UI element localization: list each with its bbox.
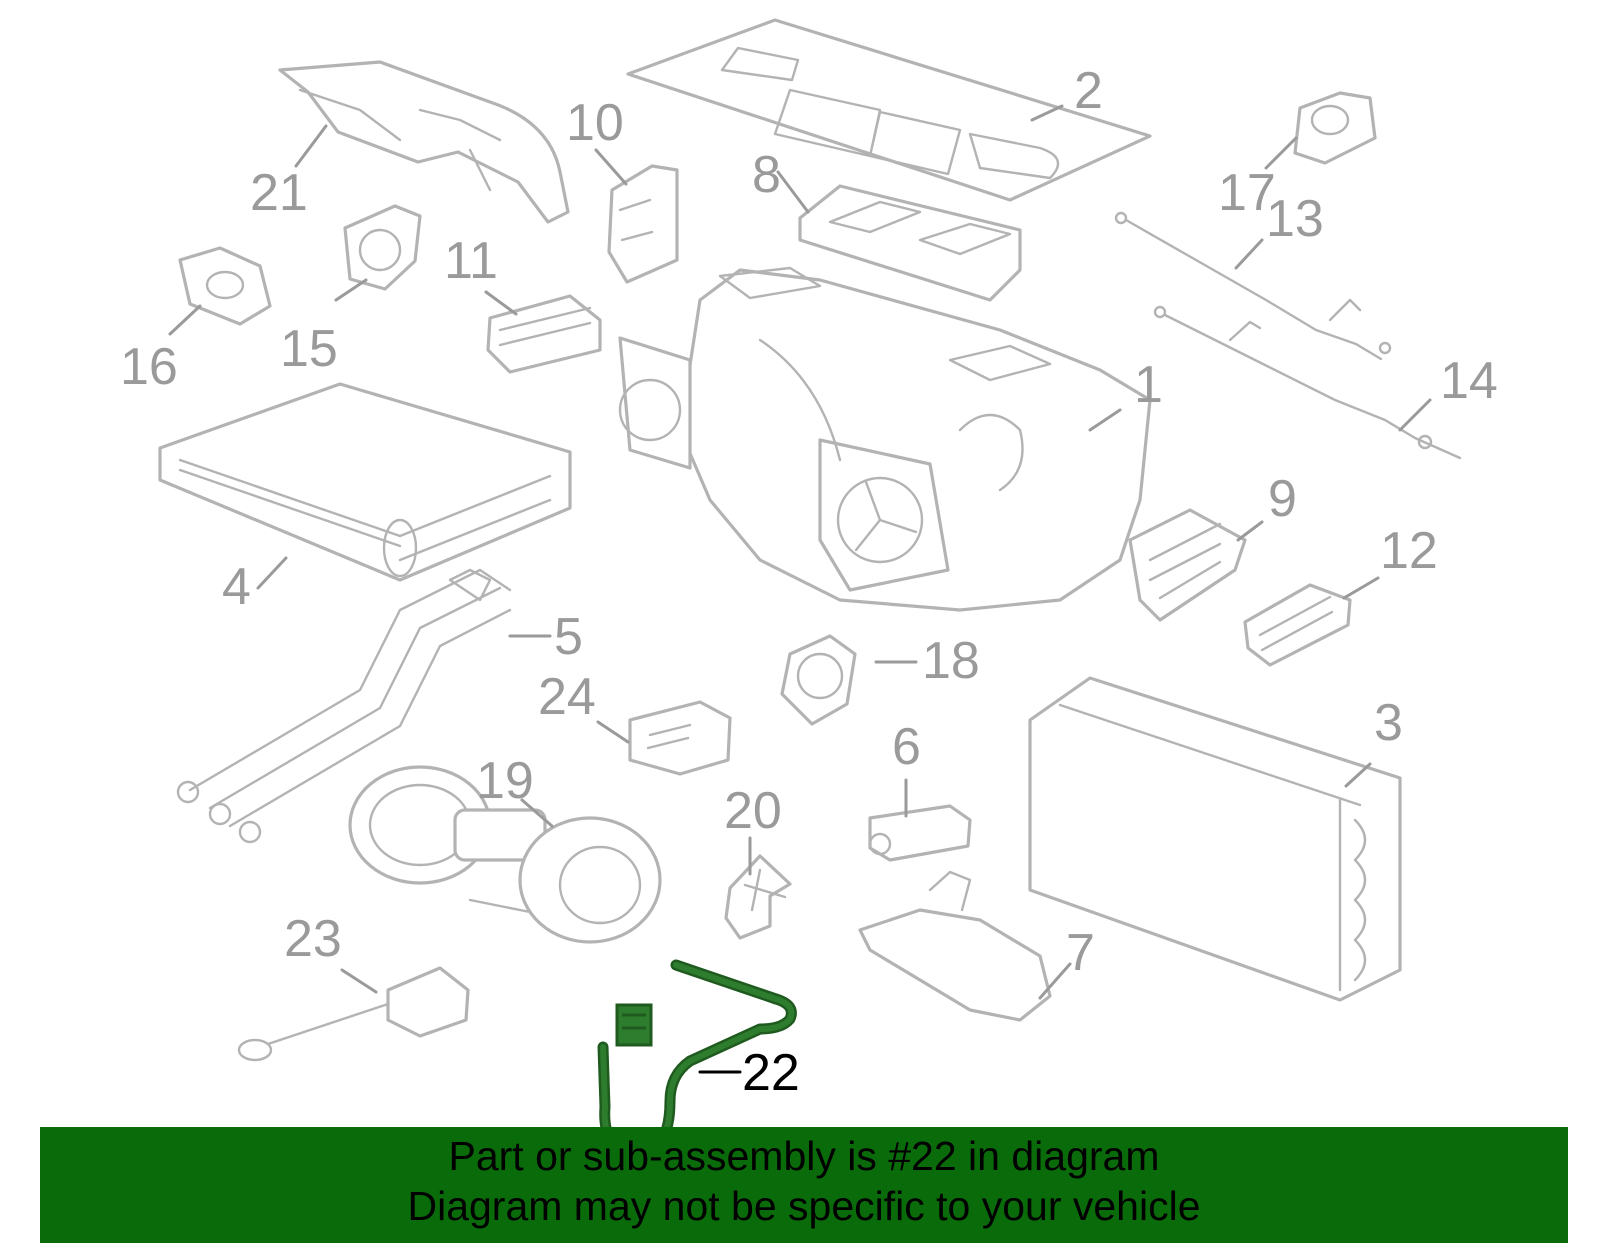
part-7-hose	[858, 870, 1052, 1022]
callout-11: 11	[444, 232, 498, 290]
callout-labels: 1 2 3 4 5 6 7 8 9 10 11 12 13 14 15 16 1…	[120, 62, 1498, 1102]
part-21-duct	[278, 60, 570, 224]
part-10-bracket	[607, 164, 679, 284]
banner-disclaimer: Diagram may not be specific to your vehi…	[407, 1183, 1201, 1229]
part-20-flap	[724, 854, 792, 940]
banner-part-note: Part or sub-assembly is #22 in diagram	[448, 1133, 1160, 1179]
callout-17: 17	[1218, 164, 1276, 222]
part-8-filter-frame	[798, 184, 1022, 302]
callout-4: 4	[222, 558, 251, 616]
part-1-heater-housing	[618, 266, 1152, 612]
callout-19: 19	[476, 752, 534, 810]
part-19-blower-motor	[348, 765, 662, 944]
callout-22: 22	[742, 1044, 800, 1102]
callout-13: 13	[1266, 190, 1324, 248]
part-15-cover	[343, 204, 422, 291]
callout-2: 2	[1074, 62, 1103, 120]
part-18-cover	[780, 634, 857, 726]
callout-12: 12	[1380, 522, 1438, 580]
part-5-pipes	[176, 568, 512, 844]
callout-10: 10	[566, 94, 624, 152]
part-2-gasket	[626, 18, 1152, 202]
callout-16: 16	[120, 338, 178, 396]
callout-18: 18	[922, 632, 980, 690]
part-14-cable	[1153, 305, 1462, 460]
part-9-grille	[1128, 508, 1247, 622]
info-banner: Part or sub-assembly is #22 in diagram D…	[40, 1127, 1568, 1243]
part-13-cable	[1114, 211, 1392, 361]
callout-7: 7	[1066, 924, 1095, 982]
callout-3: 3	[1374, 694, 1403, 752]
callout-23: 23	[284, 910, 342, 968]
callout-9: 9	[1268, 470, 1297, 528]
callout-21: 21	[250, 164, 308, 222]
part-3-evaporator	[1028, 676, 1402, 1002]
callout-24: 24	[538, 668, 596, 726]
callout-15: 15	[280, 320, 338, 378]
callout-1: 1	[1134, 356, 1163, 414]
part-6-expansion-valve	[868, 804, 972, 862]
part-12-grille	[1243, 583, 1352, 667]
callout-8: 8	[752, 146, 781, 204]
callout-6: 6	[892, 718, 921, 776]
callout-14: 14	[1440, 352, 1498, 410]
part-23-sensor	[237, 966, 470, 1062]
callout-5: 5	[554, 608, 583, 666]
part-16-cap	[178, 246, 272, 326]
part-4-heater-core	[158, 382, 572, 582]
part-24-resistor	[628, 700, 732, 776]
part-17-cap	[1293, 91, 1377, 165]
leader-lines	[168, 104, 1432, 1074]
callout-20: 20	[724, 782, 782, 840]
